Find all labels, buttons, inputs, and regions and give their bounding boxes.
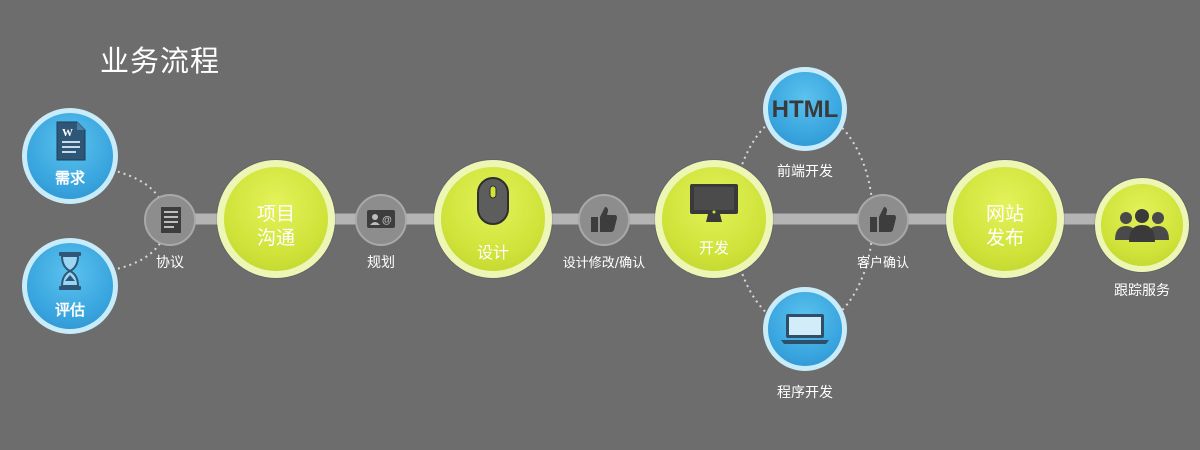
mouse-icon (477, 177, 509, 225)
xiangmu-label-line2: 沟通 (256, 227, 295, 249)
pinggu-label: 评估 (54, 301, 85, 319)
xuqiu-label: 需求 (54, 169, 85, 187)
wangzhan-label-line2: 发布 (985, 227, 1024, 249)
xuqiu-node[interactable]: W 需求 (22, 108, 118, 204)
chengxu-caption: 程序开发 (777, 385, 833, 401)
dotted-connector-xuqiu (111, 169, 161, 201)
html-label: HTML (771, 96, 839, 123)
xieyi-node[interactable] (144, 194, 196, 246)
sheji-xiugai-node[interactable] (578, 194, 630, 246)
sheji-label: 设计 (476, 243, 509, 262)
qianduan-caption: 前端开发 (777, 164, 833, 180)
genzong-node[interactable] (1095, 178, 1189, 272)
html-node[interactable]: HTML (763, 67, 847, 151)
svg-text:W: W (62, 127, 73, 139)
thumbs-up-icon (870, 207, 896, 232)
xiangmu-node[interactable]: 项目 沟通 (217, 160, 335, 278)
users-icon (1115, 209, 1169, 242)
document-icon (161, 207, 181, 233)
sheji-xiugai-caption: 设计修改/确认 (562, 256, 646, 271)
kehu-queren-caption: 客户确认 (856, 256, 909, 271)
guihua-caption: 规划 (367, 255, 395, 271)
thumbs-up-icon (591, 207, 617, 232)
kehu-queren-node[interactable] (857, 194, 909, 246)
chengxu-node[interactable] (763, 287, 847, 371)
xiangmu-label-line1: 项目 (256, 203, 295, 225)
page-title: 业务流程 (100, 44, 221, 78)
word-document-icon: W (56, 121, 86, 161)
monitor-icon (690, 184, 738, 222)
wangzhan-label-line1: 网站 (985, 203, 1024, 225)
hourglass-icon (59, 252, 81, 290)
genzong-caption: 跟踪服务 (1114, 283, 1170, 299)
kaifa-node[interactable]: 开发 (655, 160, 773, 278)
xieyi-caption: 协议 (156, 255, 184, 271)
pinggu-node[interactable]: 评估 (22, 238, 118, 334)
laptop-icon (781, 314, 829, 344)
contact-card-icon: @ (367, 210, 395, 228)
guihua-node[interactable]: @ (355, 194, 407, 246)
svg-text:@: @ (382, 215, 392, 226)
kaifa-label: 开发 (698, 239, 729, 257)
wangzhan-node[interactable]: 网站 发布 (946, 160, 1064, 278)
sheji-node[interactable]: 设计 (434, 160, 552, 278)
